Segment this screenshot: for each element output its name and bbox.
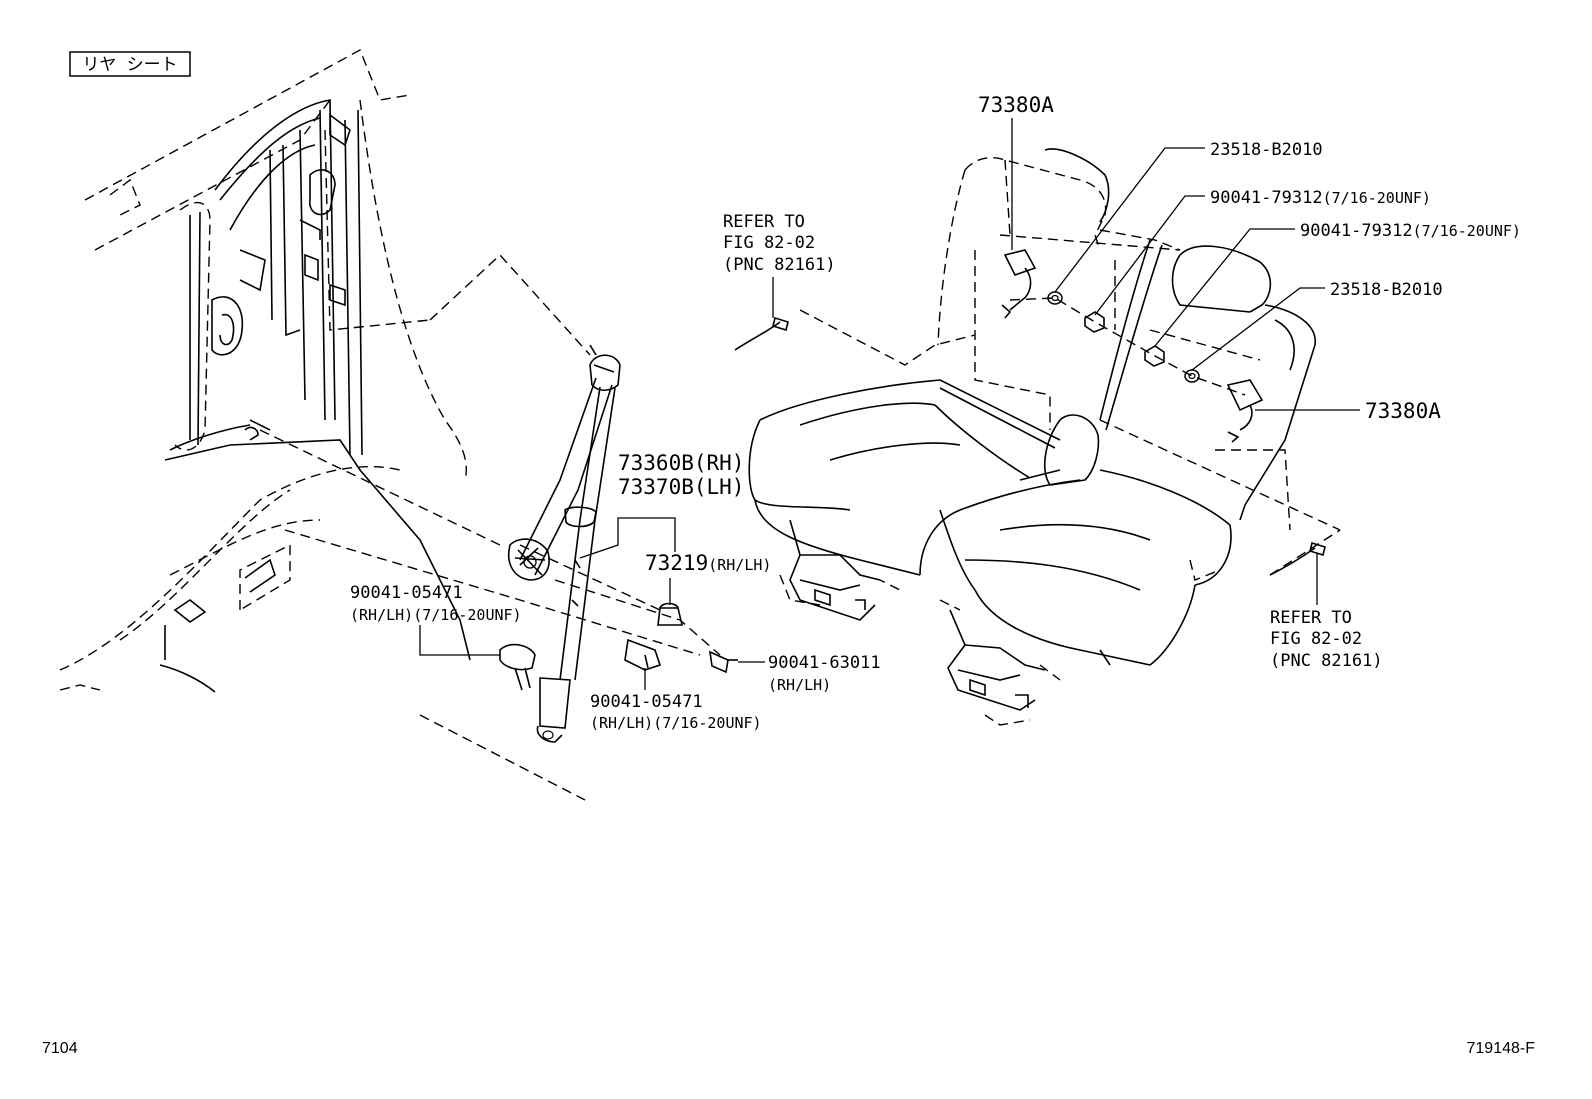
seat-belt-assy xyxy=(508,344,621,743)
harness-connector-right xyxy=(1269,541,1326,576)
callout-buckle-right: 73380A xyxy=(1365,399,1441,423)
refer-right-line2: FIG 82-02 xyxy=(1270,629,1362,649)
callout-bolt-center-qual: (RH/LH)(7/16-20UNF) xyxy=(590,714,762,732)
bolt-left xyxy=(499,643,536,691)
bolt-center xyxy=(624,638,662,671)
callout-washer-top: 23518-B2010 xyxy=(1210,140,1323,160)
mounting-guides-left xyxy=(259,254,721,801)
callout-bolt-left-pn: 90041-05471 xyxy=(350,583,463,603)
callout-belt-rh: 73360B(RH) xyxy=(618,451,744,475)
refer-right-line1: REFER TO xyxy=(1270,608,1352,628)
callout-nut-2: 90041-79312(7/16-20UNF) xyxy=(1300,221,1521,241)
refer-left-line3: (PNC 82161) xyxy=(723,255,836,275)
callout-labels: 73380A 23518-B2010 90041-79312(7/16-20UN… xyxy=(350,93,1521,732)
callout-nut-1: 90041-79312(7/16-20UNF) xyxy=(1210,188,1431,208)
leader-lines xyxy=(419,118,1360,690)
callout-screw-pn: 90041-63011 xyxy=(768,653,881,673)
body-quarter-panel xyxy=(59,49,471,693)
figure-id: 719148-F xyxy=(1467,1040,1536,1057)
callout-washer-right: 23518-B2010 xyxy=(1330,280,1443,300)
refer-right-line3: (PNC 82161) xyxy=(1270,651,1383,671)
buckle-73380A-left xyxy=(1001,249,1037,319)
grommet-73219 xyxy=(657,602,684,626)
buckle-73380A-right xyxy=(1226,379,1264,443)
refer-left-line1: REFER TO xyxy=(723,212,805,232)
rear-seat xyxy=(748,148,1316,726)
callout-grommet: 73219(RH/LH) xyxy=(645,551,771,575)
section-label-text: リヤ シート xyxy=(82,55,177,75)
refer-left-line2: FIG 82-02 xyxy=(723,233,815,253)
harness-connector-left xyxy=(734,316,789,351)
callout-bolt-left-qual: (RH/LH)(7/16-20UNF) xyxy=(350,606,522,624)
callout-screw-qual: (RH/LH) xyxy=(768,676,831,694)
callout-belt-lh: 73370B(LH) xyxy=(618,475,744,499)
mounting-guides-right xyxy=(799,297,1341,576)
nut-top xyxy=(1084,311,1105,333)
section-label: リヤ シート xyxy=(69,51,191,77)
callout-bolt-center-pn: 90041-05471 xyxy=(590,692,703,712)
washer-right xyxy=(1184,369,1200,383)
page-number: 7104 xyxy=(42,1040,78,1057)
callout-buckle-top: 73380A xyxy=(978,93,1054,117)
screw-90041-63011 xyxy=(709,650,738,674)
